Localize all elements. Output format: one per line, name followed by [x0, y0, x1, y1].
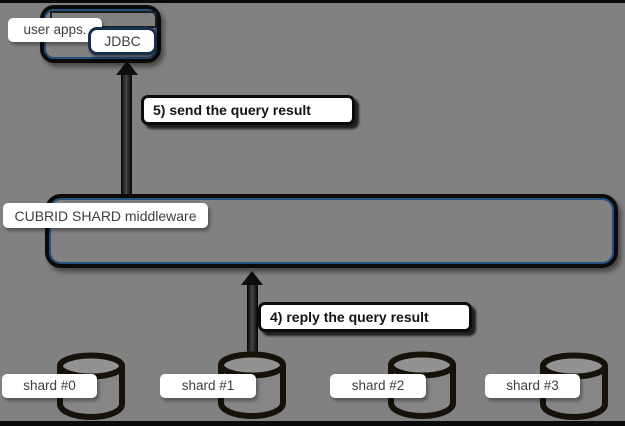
send-result-callout: 5) send the query result: [141, 95, 355, 125]
middleware-label: CUBRID SHARD middleware: [3, 203, 208, 228]
shard-label: shard #2: [330, 374, 426, 398]
arrow-up-icon: [116, 61, 138, 75]
bottom-border-strip: [0, 421, 625, 426]
shard-label: shard #1: [160, 374, 256, 398]
shard-label: shard #3: [485, 374, 580, 398]
reply-result-callout: 4) reply the query result: [258, 302, 472, 332]
middleware-box: [45, 194, 618, 268]
top-border-strip: [0, 0, 625, 3]
user-apps-label: user apps.: [8, 18, 102, 42]
jdbc-box: JDBC: [88, 27, 157, 55]
arrow-up-shaft: [121, 72, 132, 196]
shard-label: shard #0: [2, 374, 97, 398]
arrow-up-shaft: [247, 283, 258, 353]
arrow-up-icon: [241, 271, 263, 285]
